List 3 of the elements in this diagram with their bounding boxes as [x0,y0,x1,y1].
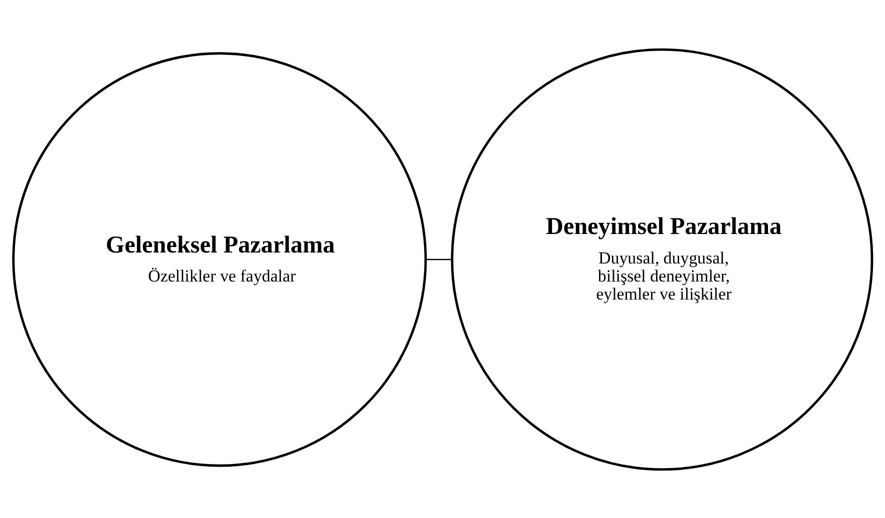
node-circle: Geleneksel Pazarlama Özellikler ve faydalar [12,52,427,466]
connector [426,258,452,260]
node-circle: Deneyimsel Pazarlama Duyusal, duygusal, bilişsel deneyimler, eylemler ve ilişkiler [450,48,874,470]
